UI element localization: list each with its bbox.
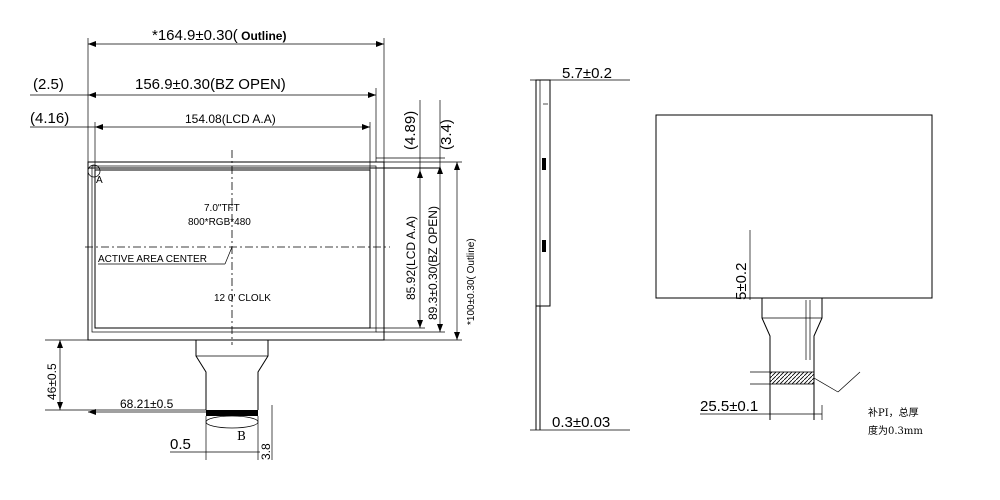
outline-word-label: Outline) xyxy=(238,29,287,43)
bz-open-height-label: 89.3±0.30(BZ OPEN) xyxy=(426,206,440,320)
back-offset-label: 5±0.2 xyxy=(733,263,750,300)
outline-width-label: *164.9±0.30( xyxy=(152,27,238,44)
right-offset-1-label: (4.89) xyxy=(402,111,419,150)
svg-text:*164.9±0.30( Outline): *164.9±0.30( Outline) xyxy=(152,27,286,44)
pin-pitch-label: 0.5 xyxy=(170,436,191,453)
back-view: 5±0.2 25.5±0.1 补PI，总厚 度为0.3mm xyxy=(655,114,933,437)
fpc-thickness-label: 0.3±0.03 xyxy=(552,414,610,431)
clock-label: 12 0' CLOLK xyxy=(214,293,271,304)
lcd-aa-width-label: 154.08(LCD A.A) xyxy=(185,112,276,126)
outline-height-label: *100±0.30( Outline) xyxy=(466,238,477,325)
active-area-center-label: ACTIVE AREA CENTER xyxy=(98,254,207,265)
resolution-label: 800*RGB*480 xyxy=(188,217,251,228)
tft-label: 7.0"TFT xyxy=(204,203,240,214)
front-view: *164.9±0.30( Outline) (2.5) 156.9±0.30(B… xyxy=(30,27,477,460)
back-fpc-width-label: 25.5±0.1 xyxy=(700,398,758,415)
note-line-2: 度为0.3mm xyxy=(868,424,923,437)
pin-length-label: 3.8 xyxy=(259,443,273,460)
fpc-offset-label: 68.21±0.5 xyxy=(120,397,174,411)
right-offset-2-label: (3.4) xyxy=(438,119,455,150)
lcd-aa-height-label: 85.92(LCD A.A) xyxy=(404,216,418,300)
fpc-length-label: 46±0.5 xyxy=(45,363,59,400)
marker-b-label: B xyxy=(237,429,246,443)
bz-open-width-label: 156.9±0.30(BZ OPEN) xyxy=(135,76,286,93)
side-view: 5.7±0.2 0.3±0.03 xyxy=(530,65,630,431)
note-line-1: 补PI，总厚 xyxy=(868,406,919,419)
left-offset-2-label: (4.16) xyxy=(30,110,69,127)
marker-a-label: A xyxy=(96,175,103,186)
side-thickness-label: 5.7±0.2 xyxy=(562,65,612,82)
left-offset-1-label: (2.5) xyxy=(33,76,64,93)
